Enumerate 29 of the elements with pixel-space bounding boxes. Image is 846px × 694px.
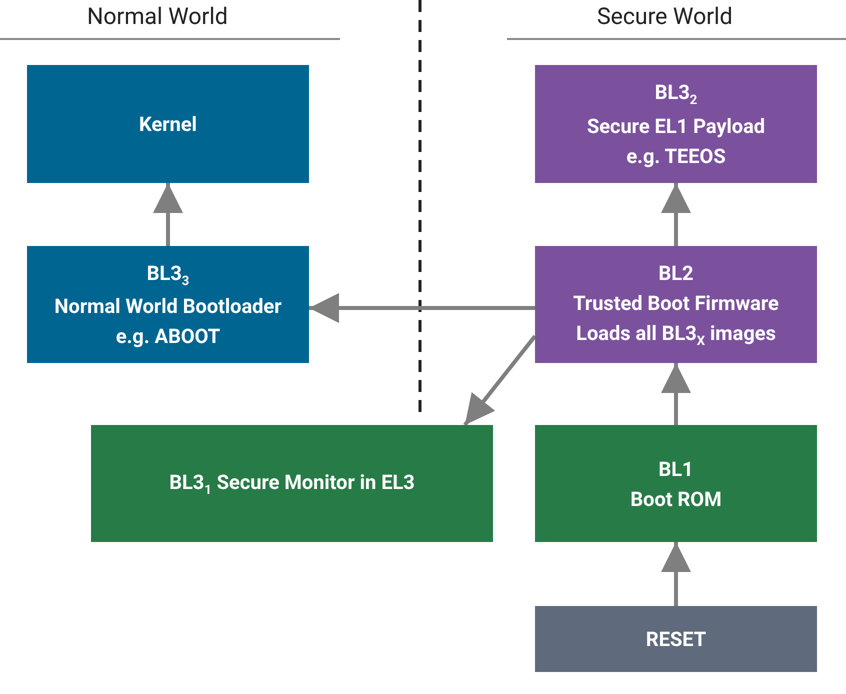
arrow — [661, 183, 691, 246]
node-text: Secure EL1 Payload — [586, 112, 766, 140]
node-text: e.g. TEEOS — [626, 142, 726, 170]
arrow — [309, 293, 535, 323]
firmware-box — [535, 246, 817, 363]
node-text: BL2 — [658, 260, 694, 287]
node-text: e.g. ABOOT — [116, 323, 220, 350]
node-text: RESET — [646, 626, 706, 653]
boot-rom-box — [535, 425, 817, 542]
section-heading: Normal World — [87, 3, 228, 30]
bootloader-box — [27, 246, 309, 363]
node-text: BL3$_{2}$ — [654, 79, 698, 110]
node-text: Kernel — [139, 111, 197, 138]
payload-box — [535, 65, 817, 183]
node-text: Normal World Bootloader — [54, 293, 282, 320]
kernel-box — [27, 65, 309, 183]
arrow — [661, 363, 691, 425]
node-text: BL1 — [658, 456, 694, 482]
section-heading: Secure World — [597, 3, 733, 30]
arrow — [153, 183, 183, 246]
arrow — [463, 334, 537, 426]
monitor-box — [91, 425, 493, 542]
arrow — [661, 542, 691, 606]
node-text: BL3$_{3}$ — [146, 260, 190, 291]
reset-box — [535, 606, 817, 672]
node-text: Loads all BL3$_{X}$ images — [576, 320, 776, 351]
node-text: Trusted Boot Firmware — [573, 290, 779, 317]
node-text: Boot ROM — [630, 486, 722, 512]
node-text: BL3$_{1}$ Secure Monitor in EL3 — [169, 468, 415, 500]
